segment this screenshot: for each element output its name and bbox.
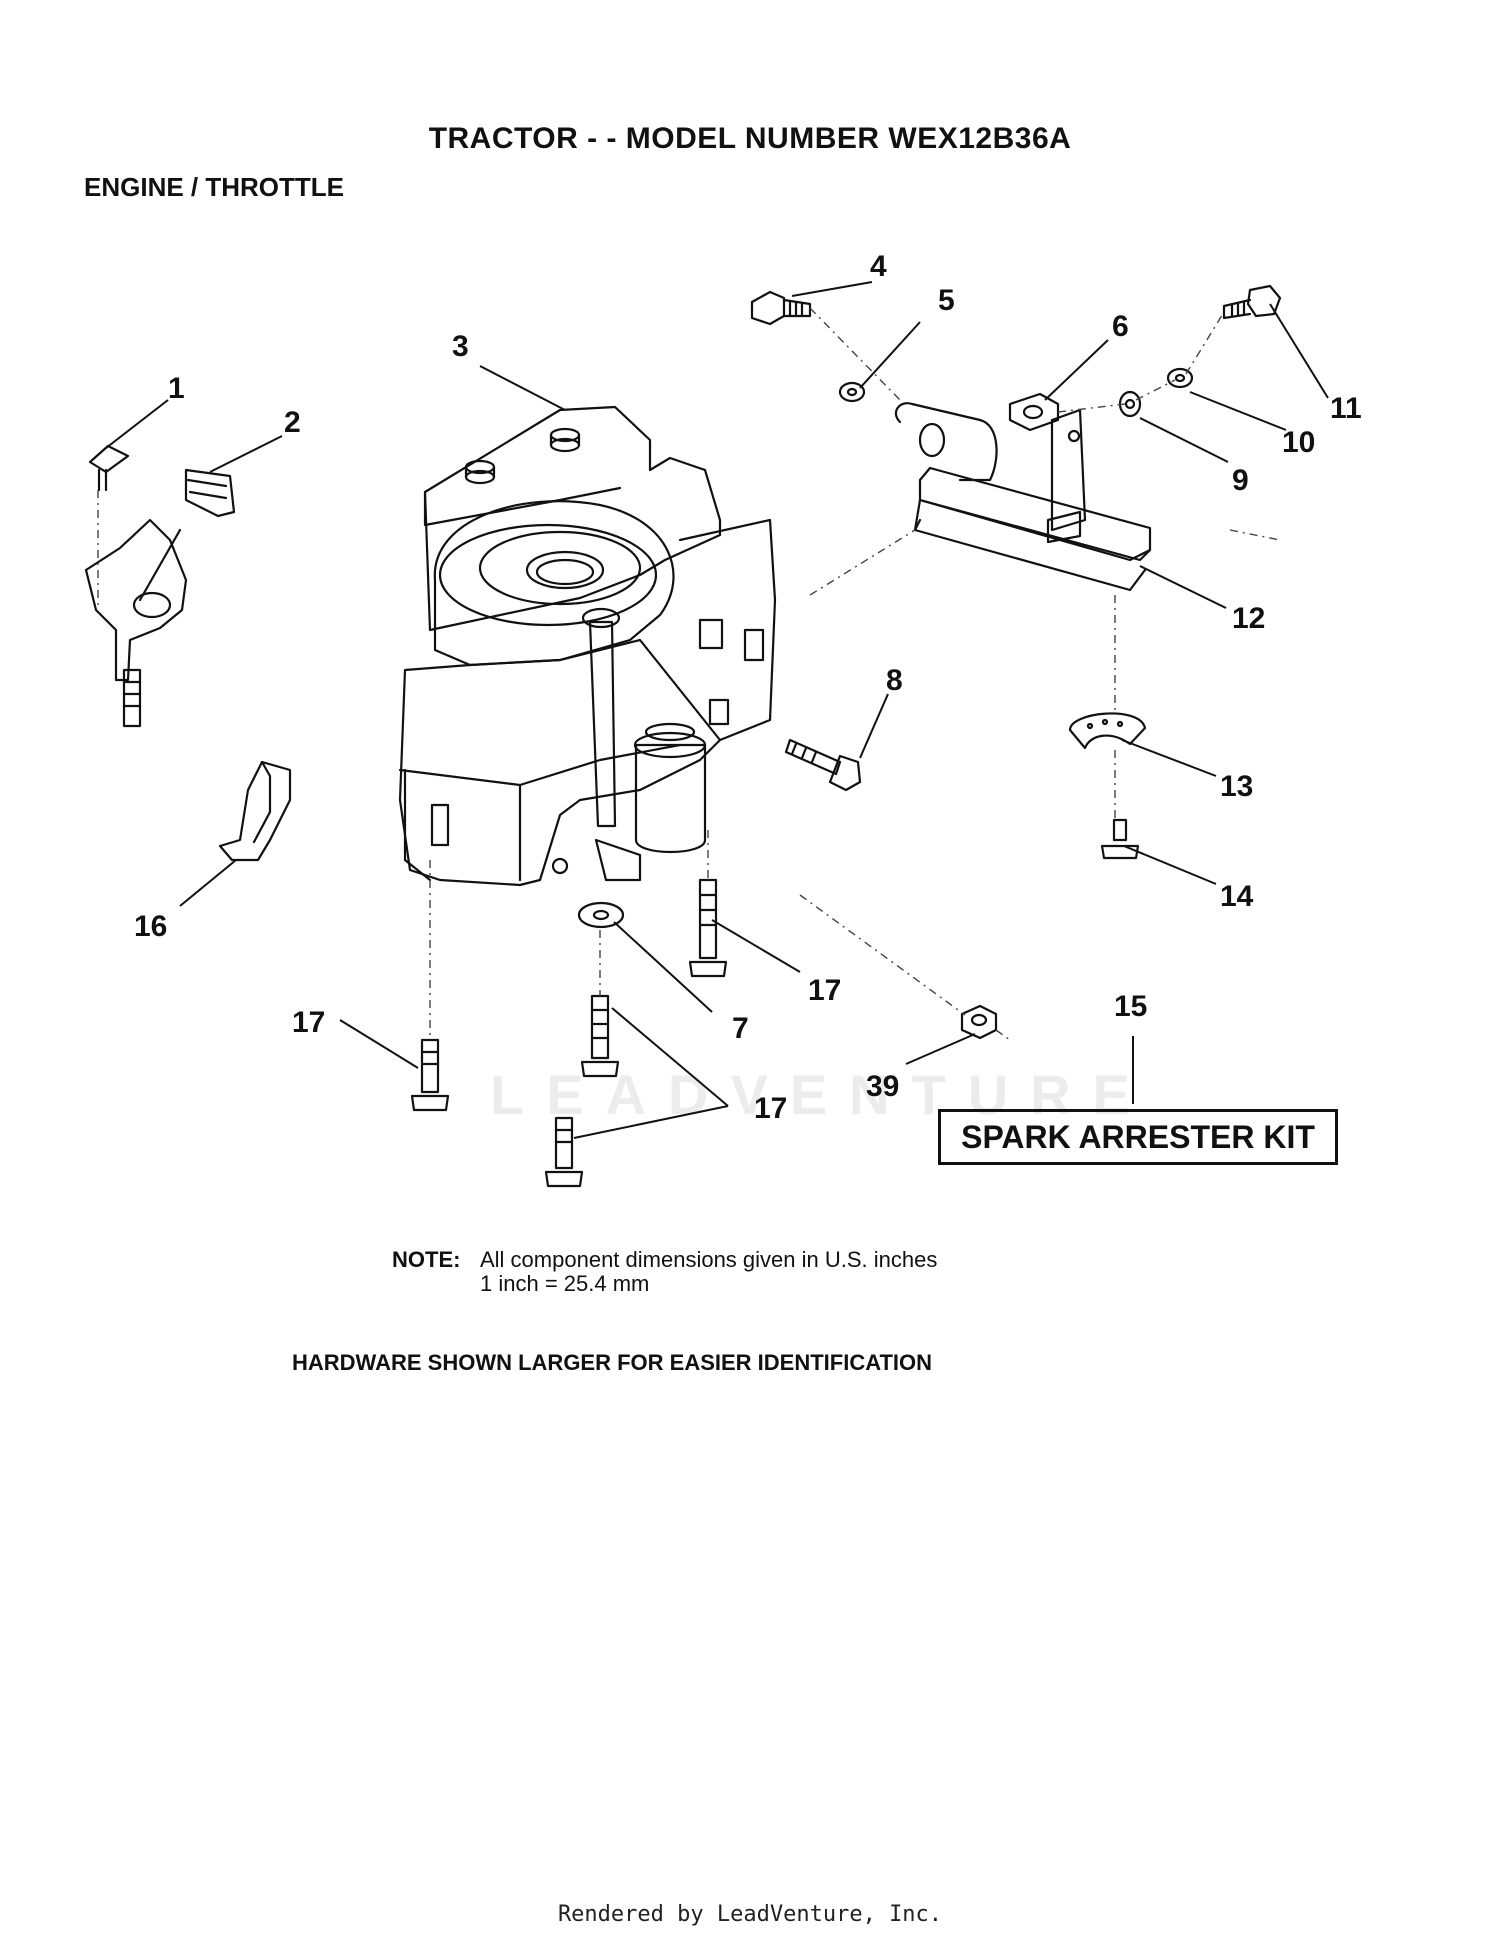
page-title: TRACTOR - - MODEL NUMBER WEX12B36A <box>428 122 1072 155</box>
section-title: ENGINE / THROTTLE <box>84 172 344 202</box>
gasket-part <box>1008 392 1060 432</box>
washer-10-part <box>1166 367 1194 389</box>
callout-1: 1 <box>168 372 185 405</box>
note-line1: All component dimensions given in U.S. i… <box>480 1247 938 1272</box>
throttle-bracket-part <box>84 444 236 728</box>
screw-14-part <box>1100 818 1140 860</box>
washer-5-part <box>838 381 866 403</box>
leader-lines <box>105 281 1329 1139</box>
callout-11: 11 <box>1330 392 1362 425</box>
callout-7: 7 <box>732 1012 749 1045</box>
bolt-8-part <box>784 738 862 792</box>
nut-part <box>960 1004 998 1040</box>
spark-arrester-kit-label: SPARK ARRESTER KIT <box>938 1109 1338 1165</box>
callout-14: 14 <box>1220 880 1254 913</box>
callout-17-right: 17 <box>754 1092 787 1125</box>
control-part <box>218 760 292 862</box>
note-label: NOTE: <box>392 1247 461 1272</box>
engine-part <box>398 405 777 887</box>
note-line2: 1 inch = 25.4 mm <box>480 1271 650 1296</box>
spark-arrester-screen-part <box>1068 712 1147 750</box>
dimension-note: NOTE: All component dimensions given in U… <box>392 1248 937 1296</box>
callout-6: 6 <box>1112 310 1129 343</box>
bolt-4-part <box>750 290 812 326</box>
bolt-11-part <box>1222 284 1282 320</box>
callout-5: 5 <box>938 284 955 317</box>
engine-bolt-part <box>410 878 728 1188</box>
callout-3: 3 <box>452 330 469 363</box>
hardware-note: HARDWARE SHOWN LARGER FOR EASIER IDENTIF… <box>292 1350 933 1375</box>
callout-9: 9 <box>1232 464 1249 497</box>
callout-10: 10 <box>1282 426 1315 459</box>
muffler-part <box>894 402 1152 592</box>
callout-17-left: 17 <box>292 1006 325 1039</box>
callout-15: 15 <box>1114 990 1147 1023</box>
assembly-lines <box>97 307 1281 1041</box>
callout-8: 8 <box>886 664 903 697</box>
callout-4: 4 <box>870 250 887 283</box>
callout-17-center: 17 <box>808 974 841 1007</box>
callout-13: 13 <box>1220 770 1253 803</box>
callout-12: 12 <box>1232 602 1265 635</box>
footer-credit: Rendered by LeadVenture, Inc. <box>557 1902 943 1927</box>
lock-washer-part <box>577 901 625 929</box>
callout-2: 2 <box>284 406 301 439</box>
watermark: LEADVENTURE <box>490 1063 1153 1126</box>
callout-39: 39 <box>866 1070 899 1103</box>
callout-16: 16 <box>134 910 167 943</box>
